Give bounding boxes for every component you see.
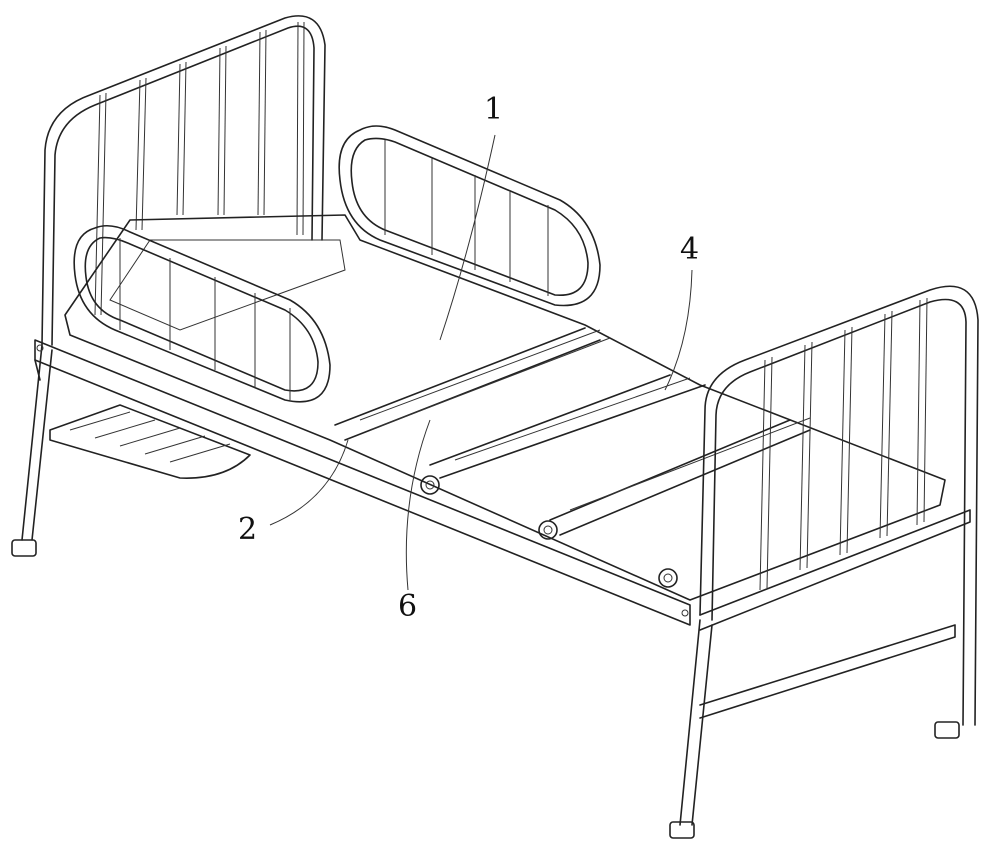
- front-guard-rail: [73, 224, 331, 403]
- leader-lines: [269, 134, 693, 591]
- side-rail: [34, 339, 691, 626]
- footboard: [669, 285, 979, 839]
- label-6: 6: [398, 589, 418, 624]
- label-2: 2: [238, 512, 258, 547]
- label-4: 4: [680, 232, 700, 267]
- headboard: [11, 15, 326, 557]
- lower-shelf: [49, 404, 251, 479]
- label-1: 1: [484, 92, 504, 127]
- crank-mechanisms: [420, 475, 678, 588]
- back-guard-rail: [338, 125, 601, 307]
- mattress: [64, 214, 946, 601]
